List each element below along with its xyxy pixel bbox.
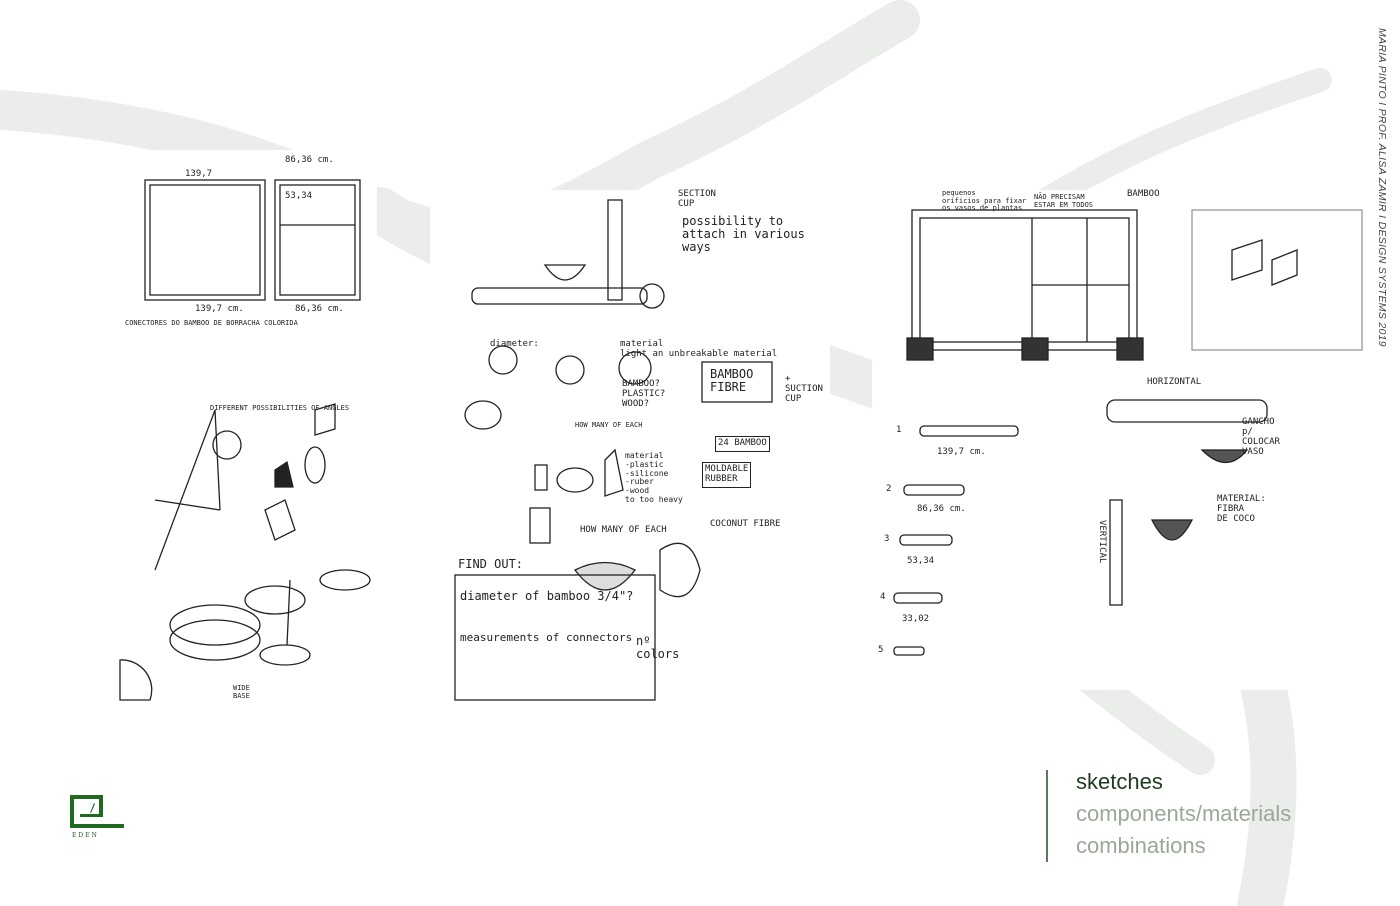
annotation: VERTICAL [1096, 520, 1107, 564]
annotation: 24 BAMBOO [715, 436, 770, 452]
item-number: 5 [878, 645, 884, 655]
measure-label: 33,02 [902, 614, 930, 624]
sketch-panel-structure: pequenos orificios para fixar os vasos d… [872, 189, 1377, 690]
item-number: 1 [896, 425, 902, 435]
measure-label: 139,7 cm. [937, 447, 986, 457]
connectors-label: CONECTORES DO BAMBOO DE BORRACHA COLORID… [125, 319, 298, 327]
annotation: FIND OUT: [458, 557, 524, 571]
caption-subtitle: combinations [1076, 833, 1206, 858]
dim-label: 53,34 [285, 191, 313, 201]
annotation: possibility to attach in various ways [682, 214, 805, 255]
annotation: MATERIAL: FIBRA DE COCO [1217, 494, 1266, 524]
dim-label: 139,7 cm. [195, 304, 244, 314]
eden-logo: EDEN [70, 795, 126, 839]
annotation: SECTION CUP [678, 189, 716, 209]
bamboo-frame-sketch [119, 179, 371, 701]
annotation: diameter of bamboo 3/4"? [460, 589, 634, 603]
angles-label: DIFFERENT POSSIBILITIES OF ANGLES [210, 404, 350, 412]
item-number: 3 [884, 534, 890, 544]
annotation: COCONUT FIBRE [710, 519, 781, 529]
annotation: nº colors [636, 634, 680, 662]
dim-label: 86,36 cm. [295, 304, 344, 314]
sketch-panel-frames: 139,7 86,36 cm. 53,34 139,7 cm. 86,36 cm… [115, 150, 377, 712]
annotation: BAMBOO [1127, 189, 1160, 199]
caption-subtitle: components/materials [1076, 801, 1292, 826]
annotation: BAMBOO FIBRE [710, 367, 754, 395]
dim-label: 86,36 cm. [285, 155, 334, 165]
annotation: BAMBOO? PLASTIC? WOOD? [622, 379, 666, 409]
item-number: 4 [880, 592, 886, 602]
annotation: material light an unbreakable material [620, 339, 778, 359]
section-caption: sketches components/materials combinatio… [1076, 766, 1291, 862]
connector-sketch [454, 199, 773, 701]
logo-text: EDEN [72, 832, 99, 839]
annotation: MOLDABLE RUBBER [702, 462, 752, 488]
annotation: diameter: [490, 339, 539, 349]
annotation: measurements of connectors [460, 631, 633, 644]
annotation: pequenos orificios para fixar os vasos d… [942, 189, 1027, 213]
measure-label: 53,34 [907, 556, 935, 566]
annotation: HORIZONTAL [1147, 377, 1202, 387]
credits-text: MARIA PINTO I PROF. ALISA ZAMIR I DESIGN… [1376, 28, 1388, 347]
annotation: NÃO PRECISAM ESTAR EM TODOS [1034, 193, 1094, 209]
annotation: HOW MANY OF EACH [580, 525, 667, 535]
base-label: WIDE BASE [233, 684, 250, 700]
annotation: HOW MANY OF EACH [575, 421, 643, 429]
structure-sketch [893, 209, 1363, 656]
caption-title: sketches [1076, 769, 1163, 794]
caption-divider [1046, 770, 1048, 862]
eden-logo-mark [70, 795, 124, 828]
dim-label: 139,7 [185, 169, 213, 179]
measure-label: 86,36 cm. [917, 504, 966, 514]
annotation: GANCHO p/ COLOCAR VASO [1242, 417, 1280, 457]
annotation: material -plastic -silicone -ruber -wood… [625, 451, 683, 504]
item-number: 2 [886, 484, 892, 494]
annotation: + SUCTION CUP [785, 374, 823, 404]
sketch-panel-connectors: SECTION CUP possibility to attach in var… [430, 189, 830, 712]
